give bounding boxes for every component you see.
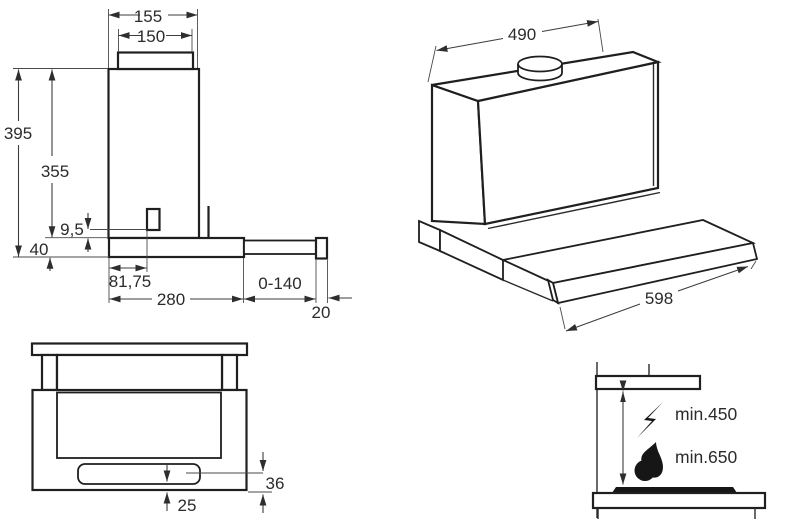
cabinet-shelf [30,342,249,357]
control-strip [77,463,201,485]
flame-icon [634,442,664,481]
visor-left-end [546,278,560,305]
dim-label-598: 598 [645,289,673,308]
dim-598-left [565,303,641,332]
counter-symbol [591,491,767,510]
dim-label-95: 9,5 [60,220,84,239]
base-top-edge [487,191,661,230]
flame-tongue [641,442,664,478]
front-lip-cap [314,236,329,260]
dim-label-155: 155 [134,7,162,26]
hanger-bracket-left [40,353,59,392]
ext-490-left [427,45,437,83]
dim-label-20: 20 [312,303,331,322]
lightning-icon [637,402,663,438]
side-view: 155 150 395 355 9,5 40 81,75 280 0-140 [4,7,352,322]
duct-collar-top [517,55,563,73]
hood-symbol [594,374,702,391]
dim-label-25: 25 [178,496,197,515]
clearance-view: min.450 min.650 [591,362,767,519]
dim-label-280: 280 [157,290,185,309]
cooktop-symbol [612,487,737,493]
dim-label-8175: 81,75 [109,272,152,291]
ext-490-right [597,18,604,53]
clearance-label-electric: min.450 [675,404,738,424]
dim-490-left [436,37,504,52]
ext-598-right [750,260,757,270]
duct-collar-side [116,51,195,71]
dim-label-36: 36 [266,474,285,493]
ext-598-left [559,306,566,330]
upper-housing [55,353,224,394]
telescopic-rail [243,239,317,255]
base-visor-joint [502,279,554,302]
dim-label-0140: 0-140 [258,274,301,293]
dim-label-395: 395 [4,124,32,143]
base-front-face [439,228,504,282]
clearance-label-gas: min.650 [675,447,738,467]
dim-598-right [677,265,749,292]
base-left-end [418,219,441,253]
dim-label-490: 490 [508,25,536,44]
dim-label-355: 355 [41,162,69,181]
hanger-bracket-right [220,353,239,392]
base-bar [107,236,246,259]
canopy-left-face [430,83,487,226]
perspective-view: 490 598 [418,18,759,332]
dim-490-right [541,20,599,33]
dim-label-40: 40 [30,240,49,259]
clearance-arrow-top-head [620,391,626,402]
outlet-box [145,207,161,232]
dim-label-150: 150 [137,27,165,46]
inner-front-panel [56,391,222,459]
front-view: 36 25 [30,342,285,515]
